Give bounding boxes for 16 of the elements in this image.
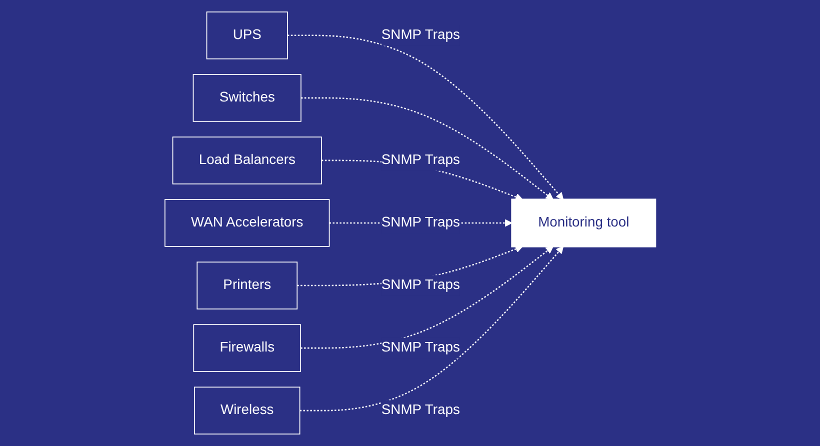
node-box: Wireless (194, 386, 300, 434)
edge-label: SNMP Traps (381, 215, 460, 230)
edge-label: SNMP Traps (381, 402, 460, 418)
arrow (300, 246, 564, 412)
edge-label: SNMP Traps (381, 278, 460, 292)
node-box: WAN Accelerators (164, 199, 330, 247)
arrow (300, 246, 554, 349)
node-box: Firewalls (193, 324, 301, 372)
node-box: Load Balancers (172, 136, 322, 184)
node-box: Printers (196, 262, 298, 310)
edge-label: SNMP Traps (381, 340, 460, 356)
node-box: UPS (206, 12, 288, 60)
edge-label: SNMP Traps (381, 152, 460, 168)
node-box: Monitoring tool (511, 198, 656, 248)
edge-label: SNMP Traps (381, 28, 460, 42)
node-box: Switches (192, 74, 302, 122)
